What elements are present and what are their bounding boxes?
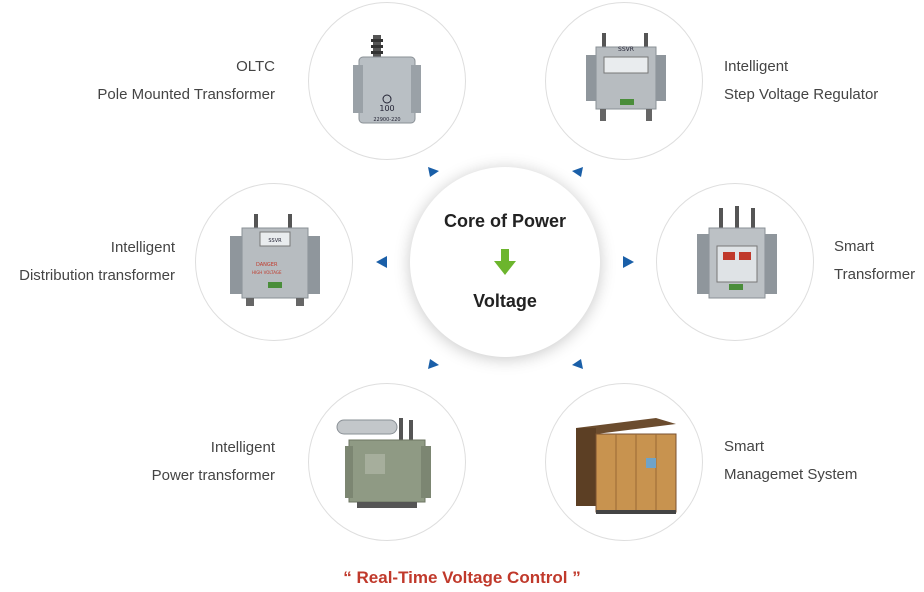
management-system-cabinet-image — [576, 418, 677, 514]
label-power-line1: Intelligent — [210, 439, 275, 456]
label-dist-line2: Distribution transformer — [19, 267, 175, 284]
tagline: “ Real-Time Voltage Control ” — [343, 568, 581, 587]
arrow-icon-bottom-left — [428, 359, 439, 369]
center-circle: Core of Power Voltage — [410, 167, 600, 357]
oltc-voltage-text: 22900-220 — [373, 117, 400, 123]
dist-brand-text: SSVR — [268, 238, 282, 244]
oltc-transformer-image: 100 22900-220 — [353, 35, 421, 124]
product-circle-smart[interactable] — [656, 183, 814, 341]
arrow-icon-top-right — [572, 167, 583, 177]
center-title: Core of Power — [443, 211, 567, 231]
center-subtitle: Voltage — [473, 291, 537, 311]
product-circle-power[interactable] — [308, 383, 466, 541]
dist-warning-text: DANGER — [256, 262, 278, 268]
label-oltc-line2: Pole Mounted Transformer — [97, 86, 275, 103]
label-power: Intelligent Power transformer — [152, 434, 275, 490]
label-svr: Intelligent Step Voltage Regulator — [724, 53, 878, 109]
product-circle-dist[interactable]: SSVR DANGER HIGH VOLTAGE — [195, 183, 353, 341]
label-power-line2: Power transformer — [151, 467, 275, 484]
arrow-icon-left — [376, 256, 387, 268]
label-smart-line1: Smart — [834, 238, 875, 255]
label-dist: Intelligent Distribution transformer — [19, 234, 175, 290]
dist-warning-text2: HIGH VOLTAGE — [252, 270, 282, 275]
label-smart-line2: Transformer — [834, 266, 916, 283]
arrow-icon-top-left — [428, 167, 439, 177]
label-svr-line1: Intelligent — [724, 58, 789, 75]
product-circle-oltc[interactable]: 100 22900-220 — [308, 2, 466, 160]
label-smart: Smart Transformer — [834, 233, 915, 289]
down-arrow-icon — [494, 249, 516, 275]
svr-regulator-image: SSVR — [586, 33, 666, 121]
label-oltc-line1: OLTC — [236, 58, 275, 75]
label-sms-line1: Smart — [724, 438, 765, 455]
arrow-icon-right — [623, 256, 634, 268]
label-oltc: OLTC Pole Mounted Transformer — [97, 53, 275, 109]
product-circle-sms[interactable] — [545, 383, 703, 541]
label-sms: Smart Managemet System — [724, 433, 857, 489]
label-svr-line2: Step Voltage Regulator — [724, 86, 879, 103]
arrow-icon-bottom-right — [572, 359, 583, 369]
svr-brand-text: SSVR — [618, 46, 634, 53]
label-sms-line2: Managemet System — [724, 466, 858, 483]
smart-transformer-image — [697, 206, 777, 299]
product-circle-svr[interactable]: SSVR — [545, 2, 703, 160]
label-dist-line1: Intelligent — [110, 239, 175, 256]
power-transformer-image — [336, 418, 431, 508]
oltc-rating-text: 100 — [379, 104, 394, 113]
distribution-transformer-image: SSVR DANGER HIGH VOLTAGE — [230, 214, 320, 306]
